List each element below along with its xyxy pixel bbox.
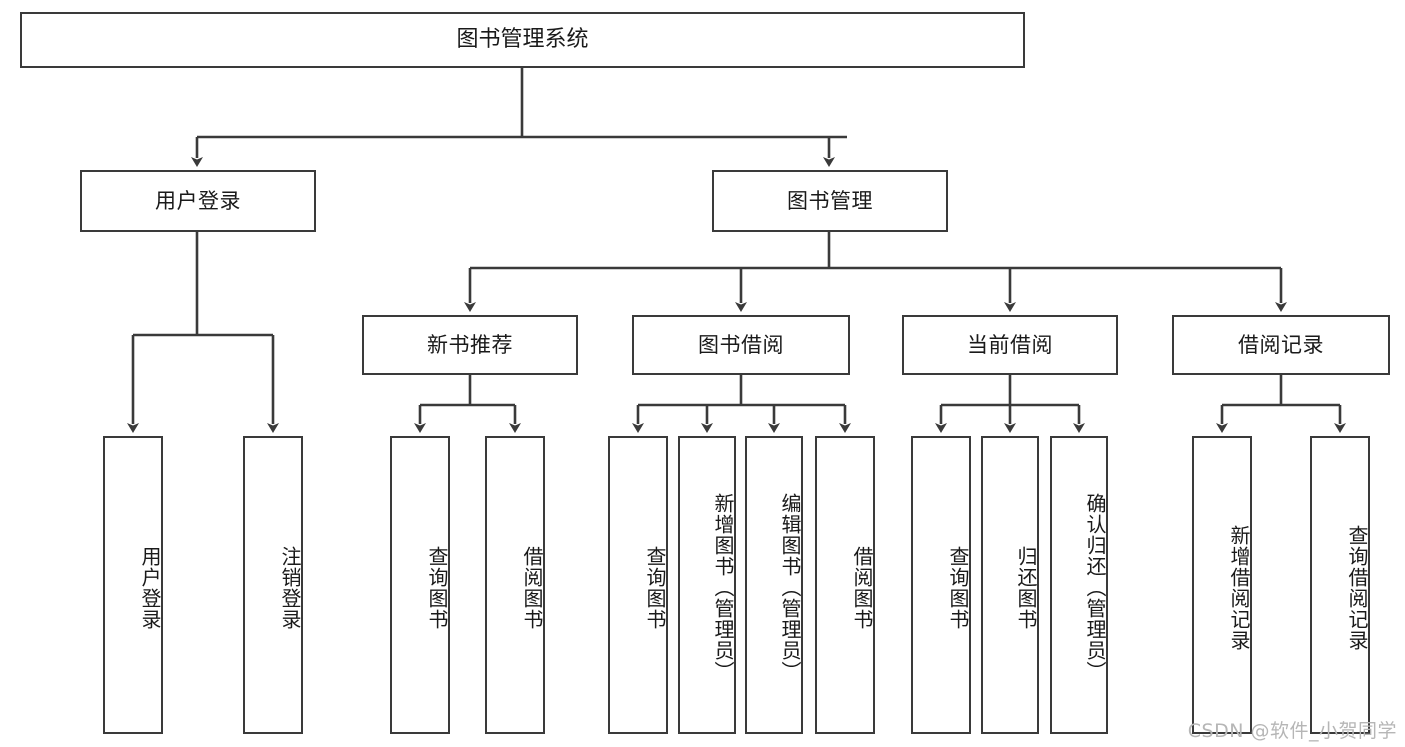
leaf-user-login-label: 用户登录	[138, 546, 162, 630]
node-new-book-recommend-label: 新书推荐	[427, 332, 513, 357]
node-book-management[interactable]: 图书管理	[712, 170, 948, 232]
node-current-borrow-label: 当前借阅	[967, 332, 1053, 357]
leaf-bb-query-book-label: 查询图书	[643, 546, 667, 630]
leaf-bb-add-book[interactable]: 新增图书（管理员）	[678, 436, 736, 734]
leaf-logout-label: 注销登录	[278, 546, 302, 630]
node-root-label: 图书管理系统	[456, 27, 589, 53]
leaf-bb-query-book[interactable]: 查询图书	[608, 436, 668, 734]
node-current-borrow[interactable]: 当前借阅	[902, 315, 1118, 375]
leaf-bb-borrow-book-label: 借阅图书	[850, 546, 874, 630]
leaf-bb-add-book-label: 新增图书（管理员）	[711, 492, 735, 682]
leaf-br-add-record-label: 新增借阅记录	[1227, 525, 1251, 651]
leaf-br-add-record[interactable]: 新增借阅记录	[1192, 436, 1252, 734]
node-root[interactable]: 图书管理系统	[20, 12, 1025, 68]
leaf-logout[interactable]: 注销登录	[243, 436, 303, 734]
leaf-br-query-record-label: 查询借阅记录	[1345, 525, 1369, 651]
leaf-nb-query-book[interactable]: 查询图书	[390, 436, 450, 734]
node-user-login-label: 用户登录	[155, 188, 241, 213]
node-new-book-recommend[interactable]: 新书推荐	[362, 315, 578, 375]
leaf-cb-return-book-label: 归还图书	[1014, 546, 1038, 630]
leaf-cb-return-book[interactable]: 归还图书	[981, 436, 1039, 734]
node-book-management-label: 图书管理	[787, 188, 873, 213]
leaf-nb-borrow-book[interactable]: 借阅图书	[485, 436, 545, 734]
leaf-br-query-record[interactable]: 查询借阅记录	[1310, 436, 1370, 734]
leaf-bb-edit-book-label: 编辑图书（管理员）	[778, 492, 802, 682]
leaf-cb-query-book[interactable]: 查询图书	[911, 436, 971, 734]
leaf-bb-borrow-book[interactable]: 借阅图书	[815, 436, 875, 734]
node-book-borrow[interactable]: 图书借阅	[632, 315, 850, 375]
leaf-cb-query-book-label: 查询图书	[946, 546, 970, 630]
leaf-cb-confirm-return-label: 确认归还（管理员）	[1083, 492, 1107, 682]
leaf-nb-query-book-label: 查询图书	[425, 546, 449, 630]
node-user-login[interactable]: 用户登录	[80, 170, 316, 232]
watermark: CSDN @软件_小贺同学	[1187, 720, 1397, 742]
leaf-cb-confirm-return[interactable]: 确认归还（管理员）	[1050, 436, 1108, 734]
leaf-nb-borrow-book-label: 借阅图书	[520, 546, 544, 630]
leaf-bb-edit-book[interactable]: 编辑图书（管理员）	[745, 436, 803, 734]
node-borrow-record[interactable]: 借阅记录	[1172, 315, 1390, 375]
node-borrow-record-label: 借阅记录	[1238, 332, 1324, 357]
leaf-user-login[interactable]: 用户登录	[103, 436, 163, 734]
node-book-borrow-label: 图书借阅	[698, 332, 784, 357]
